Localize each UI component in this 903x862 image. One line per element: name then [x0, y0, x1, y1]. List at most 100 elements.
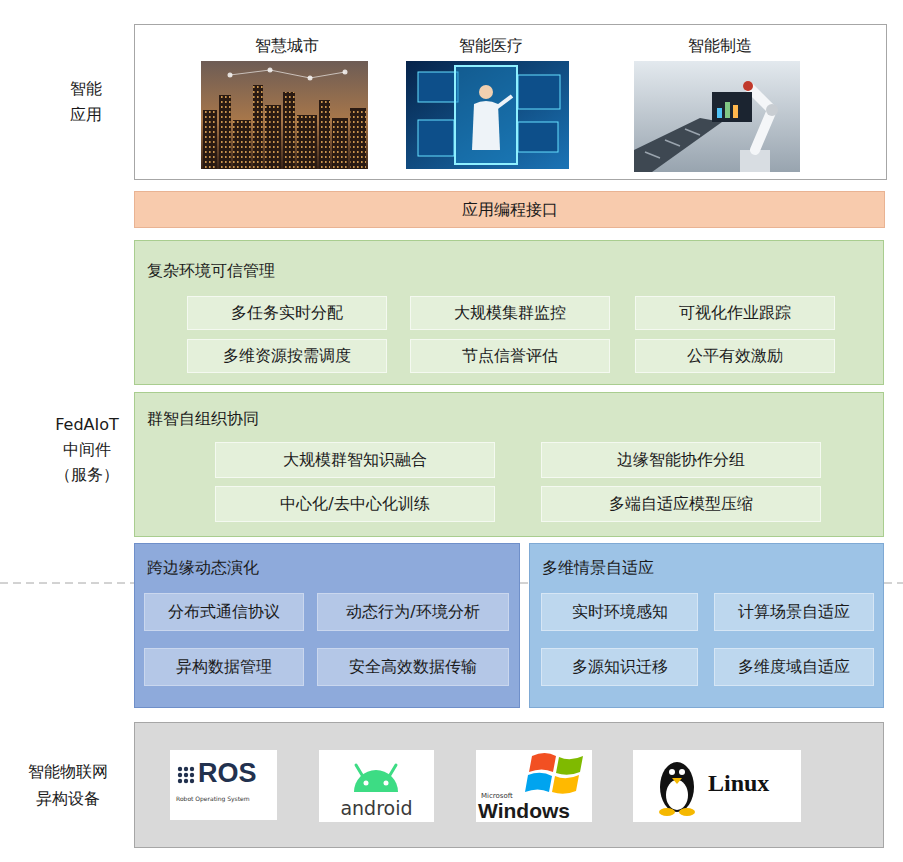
network-dot: [268, 68, 273, 73]
function-label: 安全高效数据传输: [349, 657, 477, 677]
group-title: 跨边缘动态演化: [147, 558, 259, 578]
tux-beak: [672, 778, 682, 784]
dot: [178, 773, 182, 777]
layer-panel: 智能 应用智慧城市智能医疗智能制造: [134, 24, 887, 180]
function-label: 可视化作业跟踪: [679, 303, 791, 323]
function-box: 动态行为/环境分析: [317, 593, 509, 631]
holo-panel: [418, 72, 458, 102]
module-group: 群智自组织协同大规模群智知识融合边缘智能协作分组中心化/去中心化训练多端自适应模…: [134, 392, 884, 537]
antenna: [390, 765, 396, 775]
tux-foot: [679, 808, 695, 816]
function-box: 异构数据管理: [144, 648, 304, 686]
function-box: 节点信誉评估: [410, 339, 610, 373]
function-box: 计算场景自适应: [714, 593, 874, 631]
logo-panel: [319, 750, 434, 822]
function-box: 多维资源按需调度: [187, 339, 387, 373]
logo-text: ROS: [198, 758, 257, 789]
roller: [645, 152, 660, 158]
buildings: [203, 85, 366, 169]
screen-bar: [733, 105, 738, 118]
logo-panel: [633, 750, 801, 822]
function-label: 大规模集群监控: [454, 303, 566, 323]
function-label: 多端自适应模型压缩: [609, 494, 753, 514]
screen: [712, 92, 752, 122]
network-lines: [230, 70, 345, 78]
function-label: 实时环境感知: [572, 602, 668, 622]
function-box: 安全高效数据传输: [317, 648, 509, 686]
function-box: 多任务实时分配: [187, 296, 387, 330]
app-image: 智能医疗: [402, 33, 579, 173]
dot: [190, 767, 194, 771]
network-dot: [343, 70, 348, 75]
building-lights: [203, 85, 366, 169]
function-label: 多维资源按需调度: [223, 346, 351, 366]
module-group: 多维情景自适应实时环境感知计算场景自适应多源知识迁移多维度域自适应: [529, 543, 884, 708]
conveyor: [634, 118, 722, 172]
network-dot: [308, 76, 313, 81]
function-box: 多端自适应模型压缩: [541, 486, 821, 522]
function-box: 可视化作业跟踪: [635, 296, 835, 330]
api-bar: 应用编程接口: [134, 191, 885, 228]
device-layer-fill: [134, 722, 884, 848]
ros-dots: [178, 767, 194, 783]
tux-eye: [679, 769, 685, 775]
logo-text: Microsoft: [481, 792, 513, 800]
logo-text: android: [319, 797, 434, 819]
holo-panel: [518, 75, 560, 109]
person-arm: [496, 96, 512, 108]
group-title: 复杂环境可信管理: [147, 261, 275, 281]
app-caption: 智慧城市: [197, 36, 377, 56]
function-box: 大规模群智知识融合: [215, 442, 495, 478]
function-label: 大规模群智知识融合: [283, 450, 427, 470]
function-label: 中心化/去中心化训练: [280, 494, 429, 514]
function-label: 分布式通信协议: [168, 602, 280, 622]
tux: [659, 762, 695, 816]
function-box: 多维度域自适应: [714, 648, 874, 686]
function-label: 节点信誉评估: [462, 346, 558, 366]
dot: [178, 767, 182, 771]
antenna: [356, 765, 362, 775]
eye: [364, 781, 369, 786]
tux-belly: [666, 780, 688, 810]
screen-bar: [725, 102, 730, 118]
person-body: [472, 101, 500, 150]
function-label: 多任务实时分配: [231, 303, 343, 323]
flag-pane: [529, 753, 556, 772]
function-box: 分布式通信协议: [144, 593, 304, 631]
logo-panel: [476, 750, 592, 822]
roller: [665, 140, 680, 146]
function-label: 多源知识迁移: [572, 657, 668, 677]
robot-joint: [743, 81, 753, 91]
function-label: 边缘智能协作分组: [617, 450, 745, 470]
smart-medical-photo: [406, 61, 569, 169]
tux-body: [660, 762, 694, 812]
android-head: [354, 765, 398, 792]
smart-city-photo: [201, 61, 368, 169]
roller: [685, 129, 700, 135]
module-group: 跨边缘动态演化分布式通信协议 动态行为/环境分析异构数据管理 安全高效数据传输: [134, 543, 520, 708]
app-image: 智能制造: [630, 33, 810, 173]
dot: [184, 779, 188, 783]
function-box: 大规模集群监控: [410, 296, 610, 330]
function-label: 计算场景自适应: [738, 602, 850, 622]
api-title: 应用编程接口: [462, 200, 558, 220]
flag-pane: [552, 775, 579, 794]
screen-bar: [717, 108, 722, 118]
function-label: 公平有效激励: [687, 346, 783, 366]
person-head: [479, 85, 493, 99]
app-caption: 智能制造: [630, 36, 810, 56]
layer-title: 智能 应用: [66, 76, 106, 128]
network-dot: [228, 73, 233, 78]
dot: [184, 767, 188, 771]
function-box: 公平有效激励: [635, 339, 835, 373]
eye: [384, 781, 389, 786]
layer-title: FedAIoT 中间件 （服务）: [47, 412, 127, 487]
tux-foot: [659, 808, 675, 816]
dot: [178, 779, 182, 783]
logo-text: Windows: [478, 799, 570, 823]
robot-joint: [766, 104, 778, 116]
windows-flag: [525, 753, 583, 794]
module-group: 复杂环境可信管理多任务实时分配 大规模集群监控 可视化作业跟踪多维资源按需调度 节点信…: [134, 240, 884, 385]
app-caption: 智能医疗: [402, 36, 579, 56]
